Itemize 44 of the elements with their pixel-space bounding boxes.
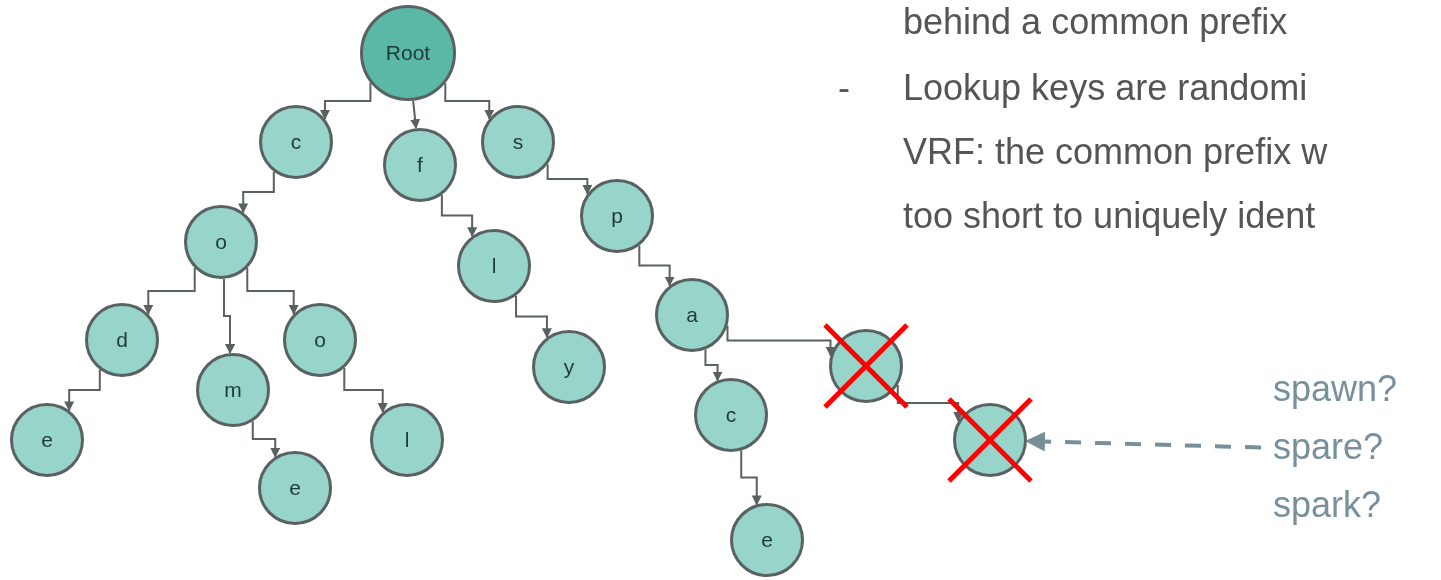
node-letter: e: [289, 476, 301, 500]
arrow: [143, 267, 196, 315]
arrow: [444, 82, 495, 120]
node-letter: c: [725, 403, 737, 427]
node-letter: a: [686, 303, 698, 327]
arrow: [410, 99, 421, 130]
note-text: Lookup keys are randomi: [903, 66, 1308, 110]
bullet-dash: -: [838, 66, 850, 110]
arrow: [246, 267, 299, 315]
arrow: [343, 366, 388, 414]
node-letter: e: [761, 528, 773, 552]
node-letter: l: [404, 428, 410, 452]
node-letter: l: [491, 254, 497, 278]
note-text: too short to uniquely ident: [903, 194, 1316, 238]
arrow: [223, 277, 235, 355]
candidate-word: spawn?: [1273, 367, 1398, 411]
node-letter: e: [41, 428, 53, 452]
node-letter: Root: [385, 41, 431, 65]
node-letter: d: [116, 328, 128, 352]
arrow: [64, 368, 101, 412]
note-text: behind a common prefix: [903, 0, 1288, 44]
node-letter: s: [512, 130, 524, 154]
arrow: [251, 420, 281, 458]
node-letter: m: [224, 378, 242, 402]
node-letter: o: [314, 328, 326, 352]
arrow: [440, 193, 478, 238]
arrow: [319, 81, 372, 120]
node-letter: o: [215, 230, 227, 254]
candidate-word: spare?: [1273, 425, 1385, 469]
node-letter: y: [563, 355, 575, 379]
arrow: [740, 449, 762, 506]
node-letter: p: [611, 204, 623, 228]
arrow: [238, 170, 275, 214]
dashed-arrow: [1025, 431, 1262, 452]
arrow: [546, 163, 593, 195]
arrow: [515, 294, 552, 339]
arrow: [896, 383, 964, 423]
node-letter: c: [290, 130, 302, 154]
arrow: [638, 244, 675, 287]
note-text: VRF: the common prefix w: [903, 130, 1328, 174]
arrow: [726, 324, 836, 357]
node-letter: f: [417, 153, 423, 177]
candidate-word: spark?: [1273, 483, 1383, 527]
arrow: [704, 348, 723, 382]
